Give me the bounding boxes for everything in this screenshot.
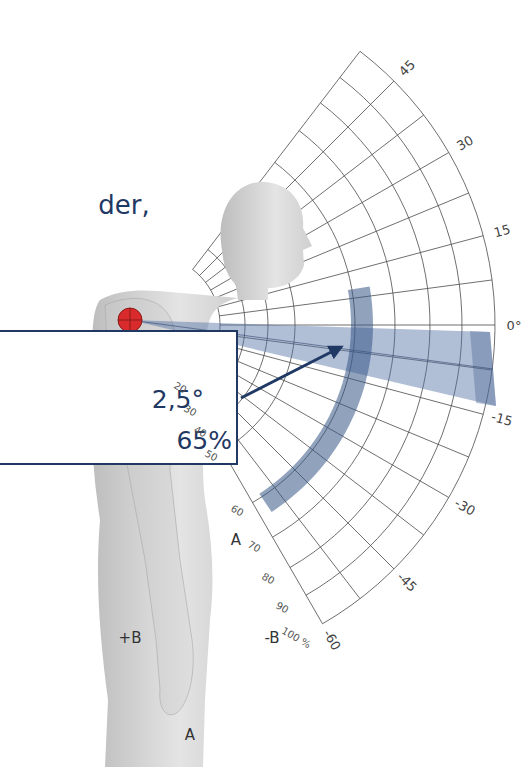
shoulder-joint-cross xyxy=(118,308,142,332)
percent-label: 80 xyxy=(260,571,276,586)
angle-label: -30 xyxy=(453,496,478,518)
percent-label: 70 xyxy=(246,540,262,555)
angle-label: -60 xyxy=(321,628,343,653)
heading-fragment: der, xyxy=(98,192,149,218)
angle-label: 45 xyxy=(397,57,418,78)
angle-label: -15 xyxy=(490,410,514,428)
axis-label: -B xyxy=(264,631,279,646)
shoulder-joint xyxy=(118,308,142,332)
axis-label: A xyxy=(231,533,241,548)
head xyxy=(221,182,312,300)
reach-band xyxy=(265,288,362,503)
callout-leader xyxy=(241,347,341,398)
callout-box: 2,5°65% xyxy=(0,330,238,465)
percent-label: 90 xyxy=(274,600,290,615)
angle-label: 0° xyxy=(507,319,522,332)
reach-band-arc xyxy=(265,288,362,503)
percent-label: 60 xyxy=(229,503,245,518)
angle-label: -45 xyxy=(395,570,419,594)
angle-label: 15 xyxy=(492,222,511,239)
human-figure xyxy=(91,182,312,767)
percent-label: 100 % xyxy=(280,625,313,650)
angle-label: 30 xyxy=(455,133,476,153)
axis-label: A xyxy=(185,728,195,743)
axis-label: +B xyxy=(119,631,142,646)
